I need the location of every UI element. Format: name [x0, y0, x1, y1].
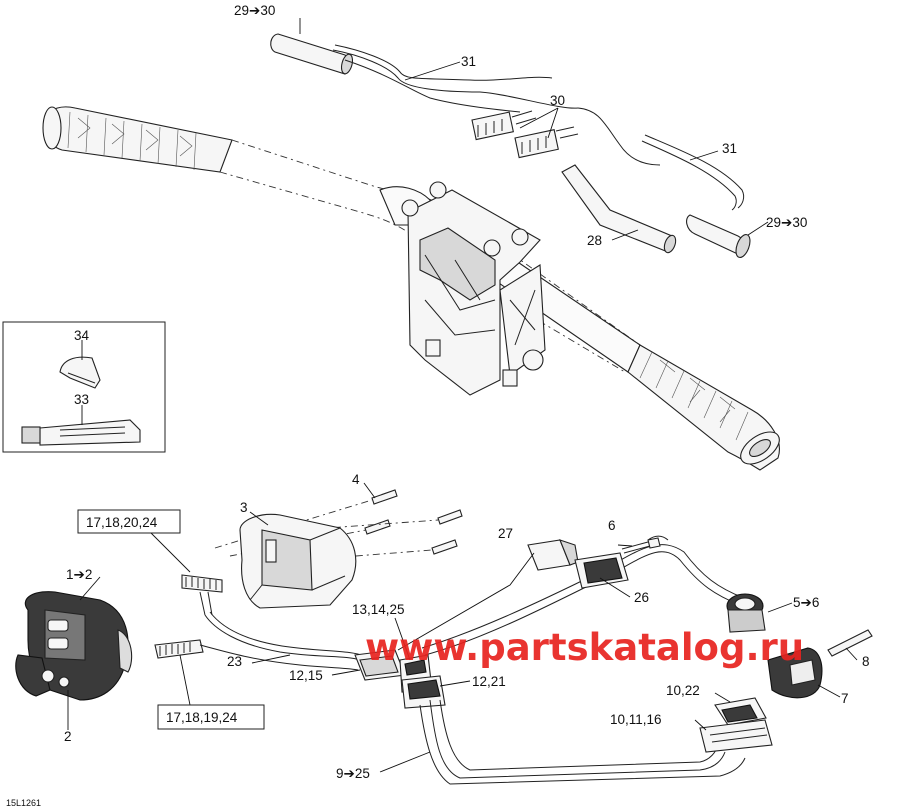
callout-12-21: 12,21: [472, 674, 506, 689]
callout-34: 34: [74, 328, 90, 343]
callout-5-6: 5➔6: [793, 595, 819, 610]
callout-10-11-16: 10,11,16: [610, 712, 662, 727]
callout-26: 26: [634, 590, 649, 605]
accessory-socket: [726, 593, 873, 699]
switch-housing: [239, 513, 357, 609]
control-modules: [699, 697, 773, 753]
callout-10-22: 10,22: [666, 683, 700, 698]
callout-1-2: 1➔2: [66, 567, 92, 582]
handlebar-switch: [15, 591, 133, 701]
main-harness: [199, 535, 746, 785]
connector-pins: [154, 574, 223, 659]
callout-23: 23: [227, 654, 242, 669]
relay-connectors: [527, 537, 661, 589]
callout-box-17-18-20-24: [77, 509, 181, 534]
callout-3: 3: [240, 500, 248, 515]
callout-17-18-19-24: 17,18,19,24: [166, 710, 238, 725]
callout-13-14-25: 13,14,25: [352, 602, 405, 617]
callout-2: 2: [64, 729, 72, 744]
callout-6: 6: [608, 518, 616, 533]
callout-4: 4: [352, 472, 360, 487]
callout-box-17-18-19-24: [157, 704, 265, 730]
callout-33: 33: [74, 392, 89, 407]
leader-lines: [67, 18, 858, 773]
callout-8: 8: [862, 654, 870, 669]
callout-9-25: 9➔25: [336, 766, 370, 781]
inset-box: [2, 321, 166, 453]
callout-29-30-right: 29➔30: [766, 215, 807, 230]
watermark: www.partskatalog.ru: [365, 626, 804, 669]
handlebar-riser: [401, 181, 546, 396]
callout-27: 27: [498, 526, 513, 541]
callout-29-30-top: 29➔30: [234, 3, 275, 18]
callout-7: 7: [841, 691, 849, 706]
heater-parts: [270, 33, 751, 259]
callout-31-top: 31: [461, 54, 476, 69]
callout-30: 30: [550, 93, 565, 108]
callout-12-15: 12,15: [289, 668, 323, 683]
callout-31-right: 31: [722, 141, 737, 156]
figure-code: 15L1261: [6, 798, 41, 808]
callout-28: 28: [587, 233, 602, 248]
callout-17-18-20-24: 17,18,20,24: [86, 515, 158, 530]
